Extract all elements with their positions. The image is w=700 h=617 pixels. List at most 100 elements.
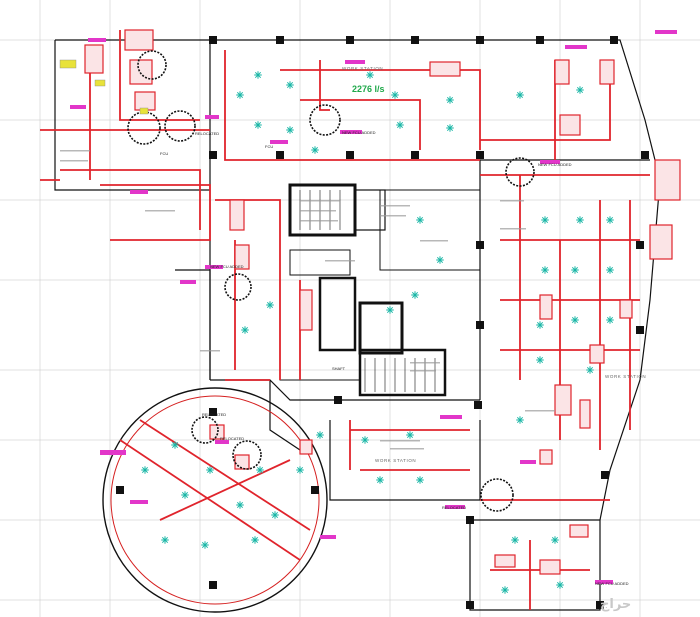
diffuser-icon bbox=[316, 431, 324, 439]
relocated-label-3: RELOCATED bbox=[220, 436, 244, 441]
diffuser-icon bbox=[516, 91, 524, 99]
column bbox=[641, 151, 649, 159]
fcu-unit bbox=[589, 344, 605, 364]
diffuser-icon bbox=[416, 216, 424, 224]
diffuser-icon bbox=[311, 146, 319, 154]
faint-text-line bbox=[380, 440, 420, 442]
fcu-unit bbox=[299, 439, 313, 455]
column bbox=[476, 36, 484, 44]
work-station-label-lower: WORK STATION bbox=[375, 458, 416, 463]
diffuser-icon bbox=[446, 124, 454, 132]
work-station-label-right: WORK STATION bbox=[605, 374, 646, 379]
diffuser-icon bbox=[391, 91, 399, 99]
diffuser-icon bbox=[141, 466, 149, 474]
relocated-fcu-marker bbox=[164, 110, 196, 142]
diffuser-icon bbox=[266, 301, 274, 309]
faint-text-line bbox=[500, 200, 524, 202]
diffuser-icon bbox=[606, 216, 614, 224]
column bbox=[466, 516, 474, 524]
faint-text-line bbox=[380, 205, 410, 207]
diffuser-icon bbox=[256, 466, 264, 474]
column bbox=[276, 36, 284, 44]
faint-text-line bbox=[500, 228, 526, 230]
tag-label bbox=[320, 535, 336, 539]
column bbox=[636, 241, 644, 249]
tag-label bbox=[445, 505, 465, 509]
tag-label bbox=[88, 38, 106, 42]
column bbox=[311, 486, 319, 494]
relocated-fcu-marker bbox=[137, 50, 167, 80]
annotations: 2276 l/s WORK STATION WORK STATION WORK … bbox=[160, 66, 646, 586]
diffuser-icon bbox=[271, 511, 279, 519]
relocated-label-1: RELOCATED bbox=[195, 131, 219, 136]
relocated-fcu-marker bbox=[505, 157, 535, 187]
tag-label bbox=[520, 460, 536, 464]
column bbox=[209, 36, 217, 44]
relocated-fcu-marker bbox=[232, 440, 262, 470]
fcu-unit bbox=[229, 199, 245, 231]
column bbox=[596, 601, 604, 609]
tag-label bbox=[205, 265, 223, 269]
faint-text-line bbox=[380, 215, 406, 217]
fcu-unit bbox=[599, 59, 615, 85]
tag-label bbox=[100, 450, 126, 455]
column bbox=[334, 396, 342, 404]
diffuser-icon bbox=[206, 466, 214, 474]
fcu-unit bbox=[539, 559, 561, 575]
diffuser-icon bbox=[386, 306, 394, 314]
tag-label bbox=[440, 415, 462, 419]
column bbox=[116, 486, 124, 494]
column bbox=[209, 581, 217, 589]
diffuser-icon bbox=[181, 491, 189, 499]
column bbox=[476, 241, 484, 249]
yellow-equipment bbox=[59, 59, 149, 115]
diffuser-icon bbox=[286, 81, 294, 89]
diffuser-icon bbox=[541, 216, 549, 224]
fcu-unit bbox=[649, 224, 673, 260]
relocated-fcu-marker bbox=[224, 273, 252, 301]
column bbox=[476, 151, 484, 159]
structural-columns bbox=[116, 36, 649, 609]
fcu-added-label-2: NEW FCU ADDED bbox=[538, 162, 572, 167]
diffuser-icon bbox=[361, 436, 369, 444]
fcu-unit bbox=[429, 61, 461, 77]
circular-room bbox=[102, 387, 328, 613]
fcu-added-label-4: NEW FCU ADDED bbox=[595, 581, 629, 586]
diffuser-icon bbox=[241, 326, 249, 334]
fcu-unit bbox=[129, 59, 153, 85]
relocated-label-4: RELOCATED bbox=[442, 505, 466, 510]
faint-text-line bbox=[325, 260, 355, 262]
relocated-fcu-markers bbox=[127, 50, 535, 512]
diffuser-icon bbox=[201, 541, 209, 549]
work-station-label-top: WORK STATION bbox=[342, 66, 383, 71]
faint-text-line bbox=[200, 350, 220, 352]
fcu-label-2: FCU bbox=[265, 144, 273, 149]
column bbox=[476, 321, 484, 329]
column bbox=[636, 326, 644, 334]
relocated-fcu-marker bbox=[309, 104, 341, 136]
diffuser-icon bbox=[606, 316, 614, 324]
fcu-unit bbox=[619, 299, 633, 319]
diffuser-icon bbox=[536, 356, 544, 364]
fcu-unit bbox=[234, 454, 250, 470]
fcu-unit bbox=[539, 294, 553, 320]
relocated-label-2: RELOCATED bbox=[202, 412, 226, 417]
faint-text-line bbox=[410, 370, 436, 372]
faint-text-line bbox=[145, 210, 175, 212]
diffuser-icon bbox=[576, 86, 584, 94]
column bbox=[411, 151, 419, 159]
tag-label bbox=[565, 45, 587, 49]
column bbox=[536, 36, 544, 44]
diffuser-icon bbox=[501, 586, 509, 594]
diffuser-icon bbox=[161, 536, 169, 544]
diffuser-icon bbox=[571, 266, 579, 274]
column bbox=[466, 601, 474, 609]
diffuser-icon bbox=[416, 476, 424, 484]
column bbox=[474, 401, 482, 409]
diffuser-icon bbox=[511, 536, 519, 544]
fcu-unit bbox=[134, 91, 156, 111]
faint-text-line bbox=[300, 210, 336, 212]
diffuser-icon bbox=[586, 366, 594, 374]
fcu-unit bbox=[579, 399, 591, 429]
fcu-unit bbox=[559, 114, 581, 136]
